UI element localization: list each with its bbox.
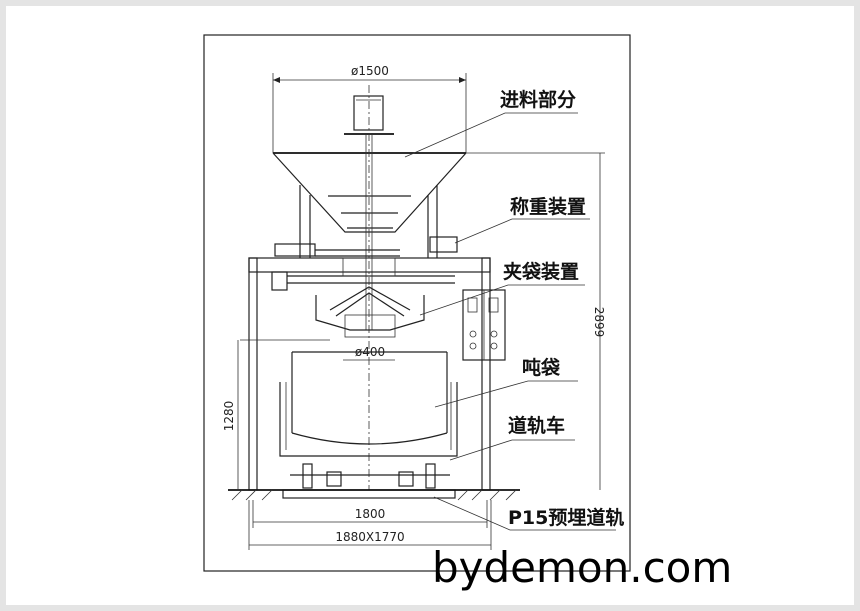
label-ton-bag: 吨袋: [522, 356, 561, 379]
rail-cart: [279, 382, 458, 499]
watermark: bydemon.com: [432, 543, 732, 592]
label-feeding: 进料部分: [500, 88, 576, 111]
label-rail-cart: 道轨车: [508, 414, 565, 437]
drawing-frame: [203, 34, 631, 572]
dim-footprint: 1880X1770: [335, 530, 404, 544]
support-frame: [240, 236, 491, 491]
label-bag-clamp: 夹袋装置: [503, 260, 579, 283]
leaders: [404, 112, 616, 531]
dim-inner-width: 1800: [355, 507, 386, 521]
label-rail: P15预埋道轨: [508, 506, 624, 529]
control-box: [462, 289, 506, 361]
dim-total-height: 2899: [592, 307, 606, 338]
page-background: [6, 6, 854, 605]
dim-lines: [237, 153, 601, 550]
dim-hopper-diameter: ø1500: [351, 64, 389, 78]
ground: [228, 489, 520, 501]
dim-bag-height: 1280: [222, 401, 236, 432]
ton-bag: [291, 351, 448, 445]
label-weighing: 称重装置: [510, 195, 586, 218]
hopper: [272, 73, 605, 330]
